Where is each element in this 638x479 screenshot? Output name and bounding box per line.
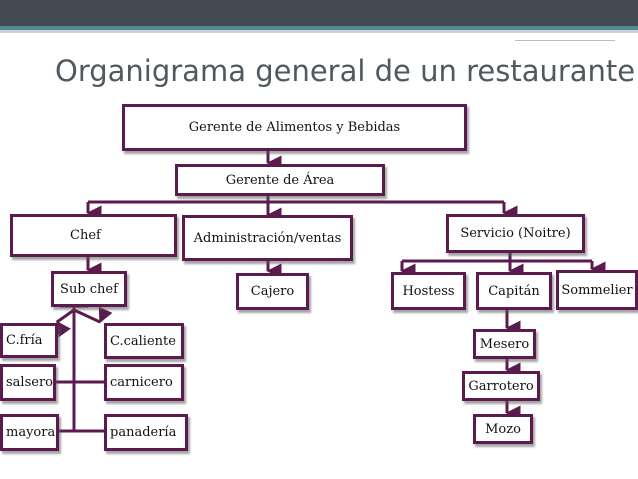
node-label: Servicio (Noitre) [460,226,571,241]
node-label: Mozo [485,421,521,437]
node-label: salsero [6,375,53,390]
node-salsero: salsero [0,364,56,401]
node-label: Chef [70,228,101,243]
node-gerente-area: Gerente de Área [175,164,385,196]
node-label: Gerente de Área [225,172,335,188]
node-label: Capitán [488,283,540,299]
slide-divider-line [0,30,638,33]
node-hostess: Hostess [391,272,466,310]
edge-to-cfria [56,308,75,338]
page-title: Organigrama general de un restaurante [55,54,636,88]
node-c-caliente: C.caliente [104,323,184,359]
node-label: Mesero [479,336,530,352]
node-administracion-ventas: Administración/ventas [182,215,353,261]
node-chef: Chef [10,214,177,257]
node-label: Sub chef [60,281,118,297]
node-mozo: Mozo [473,414,533,444]
node-capitan: Capitán [476,272,552,310]
node-label: Administración/ventas [193,230,342,246]
node-sommelier: Sommelier [556,270,638,310]
node-garrotero: Garrotero [462,371,540,401]
node-gerente-alimentos-bebidas: Gerente de Alimentos y Bebidas [122,104,467,151]
slide-decorative-line [515,40,615,41]
node-label: Garrotero [468,378,534,394]
slide-accent-line [0,26,638,30]
node-label: carnicero [110,375,173,390]
slide-top-bar [0,0,638,26]
node-c-fria: C.fría [0,323,58,358]
node-label: mayora [6,425,56,440]
node-label: Gerente de Alimentos y Bebidas [188,120,401,135]
node-label: C.caliente [110,333,176,349]
node-label: C.fría [6,333,43,348]
node-mayora: mayora [0,414,59,451]
node-panaderia: panadería [104,414,188,451]
node-label: panadería [110,425,177,440]
node-mesero: Mesero [473,329,536,359]
node-label: Cajero [250,284,295,299]
node-servicio: Servicio (Noitre) [446,214,585,253]
node-label: Sommelier [561,282,633,298]
edge-to-ccaliente [73,306,113,324]
node-label: Hostess [402,283,455,299]
node-cajero: Cajero [236,273,309,310]
node-sub-chef: Sub chef [51,271,127,307]
node-carnicero: carnicero [104,364,184,401]
